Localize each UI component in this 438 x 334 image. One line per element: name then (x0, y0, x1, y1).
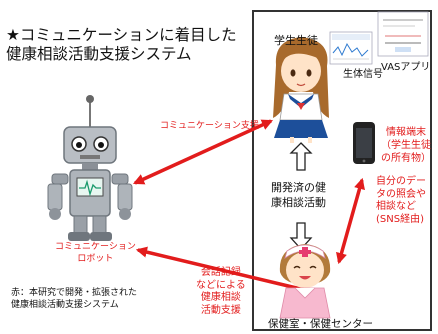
robot-label: コミュニケーション ロボット (55, 242, 136, 264)
title-line-1: ★コミュニケーションに着目した (6, 26, 237, 44)
nurse-icon (279, 244, 331, 319)
health-room-label: 保健室・保健センター (268, 318, 373, 330)
title-line-2: 健康相談活動支援システム (6, 45, 192, 63)
arrow-up-hollow (289, 142, 313, 171)
diagram-title: ★コミュニケーションに着目した 健康相談活動支援システム (6, 26, 237, 64)
arrow-robot-nurse (135, 246, 308, 294)
arrow-down-hollow (289, 222, 313, 250)
vas-app-screenshot-icon (377, 11, 429, 57)
comm-support-label: コミュニケーション支援 (160, 121, 259, 131)
arrow-robot-student (132, 119, 274, 185)
arrow-phone-nurse (336, 177, 365, 265)
student-label: 学生生徒 (274, 34, 318, 47)
conversation-support-label: 会話記録 などによる 健康相談 活動支援 (196, 267, 246, 316)
developed-activity-label: 開発済の健 康相談活動 (271, 181, 326, 209)
vital-signs-label: 生体信号 (343, 69, 383, 80)
vas-app-label: VASアプリ (381, 62, 431, 73)
legend-note: 赤：本研究で開発・拡張された 健康相談活動支援システム (11, 288, 138, 310)
student-icon (273, 37, 329, 143)
robot-icon (47, 95, 133, 241)
own-data-label: 自分のデー タの照会や 相談など (SNS経由) (376, 176, 426, 225)
vital-signs-screenshot-icon (329, 31, 373, 65)
info-terminal-label: 情報端末 （学生生徒 の所有物） (381, 127, 431, 164)
smartphone-icon (353, 122, 375, 164)
